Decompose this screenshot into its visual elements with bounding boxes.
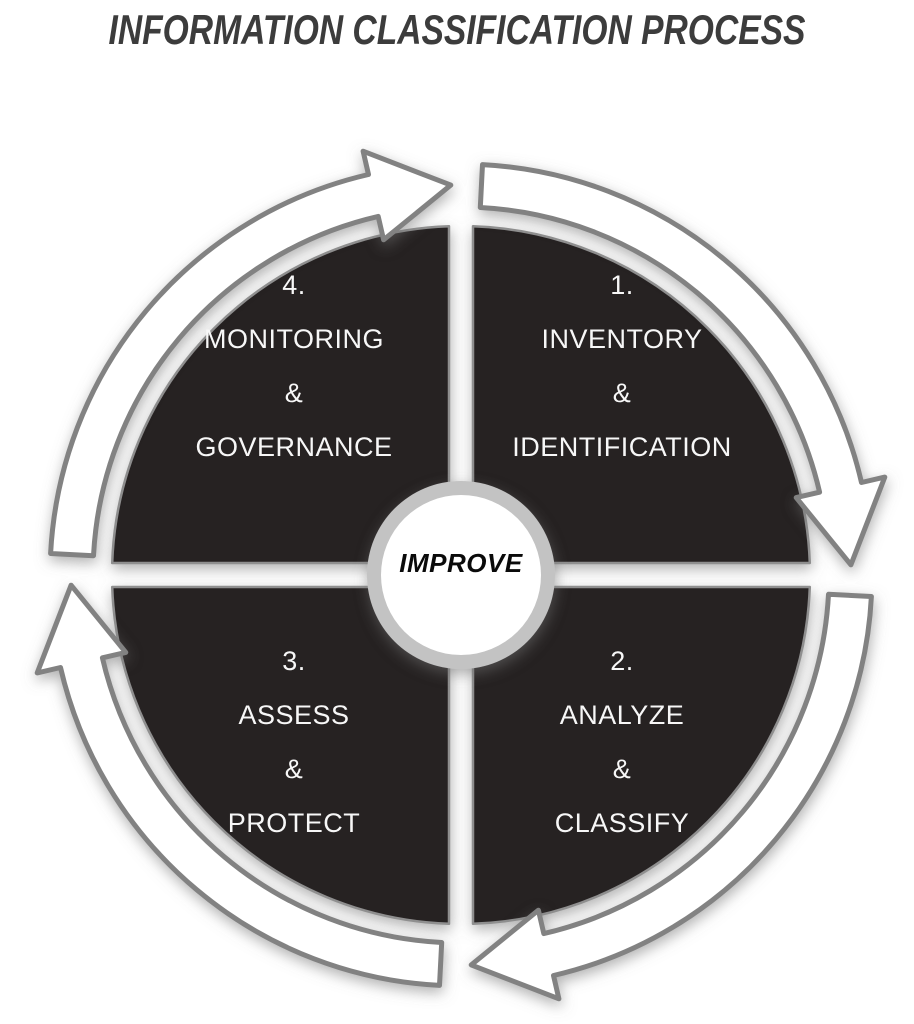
quadrant-1-line1: INVENTORY xyxy=(541,324,703,354)
page-title: INFORMATION CLASSIFICATION PROCESS xyxy=(108,6,806,53)
quadrant-2-line2: CLASSIFY xyxy=(554,808,690,838)
center-circle xyxy=(381,495,541,655)
quadrant-2-line1: ANALYZE xyxy=(559,700,685,730)
center-hub xyxy=(367,481,555,669)
quadrant-label-monitoring-governance: 4. MONITORING & GOVERNANCE xyxy=(104,258,484,474)
quadrant-2-number: 2. xyxy=(610,646,634,676)
quadrant-label-inventory-identification: 1. INVENTORY & IDENTIFICATION xyxy=(432,258,812,474)
center-improve-label: IMPROVE xyxy=(399,548,523,578)
quadrant-1-conj: & xyxy=(612,378,632,408)
quadrant-3-line2: PROTECT xyxy=(227,808,361,838)
quadrant-1-number: 1. xyxy=(610,270,634,300)
quadrant-4-conj: & xyxy=(284,378,304,408)
quadrant-3-number: 3. xyxy=(282,646,306,676)
quadrant-3-conj: & xyxy=(284,754,304,784)
quadrant-4-line1: MONITORING xyxy=(204,324,384,354)
quadrant-1-line2: IDENTIFICATION xyxy=(512,432,732,462)
quadrant-label-analyze-classify: 2. ANALYZE & CLASSIFY xyxy=(432,634,812,850)
quadrant-3-line1: ASSESS xyxy=(238,700,350,730)
quadrant-label-assess-protect: 3. ASSESS & PROTECT xyxy=(104,634,484,850)
quadrant-4-line2: GOVERNANCE xyxy=(195,432,393,462)
quadrant-2-conj: & xyxy=(612,754,632,784)
quadrant-4-number: 4. xyxy=(282,270,306,300)
